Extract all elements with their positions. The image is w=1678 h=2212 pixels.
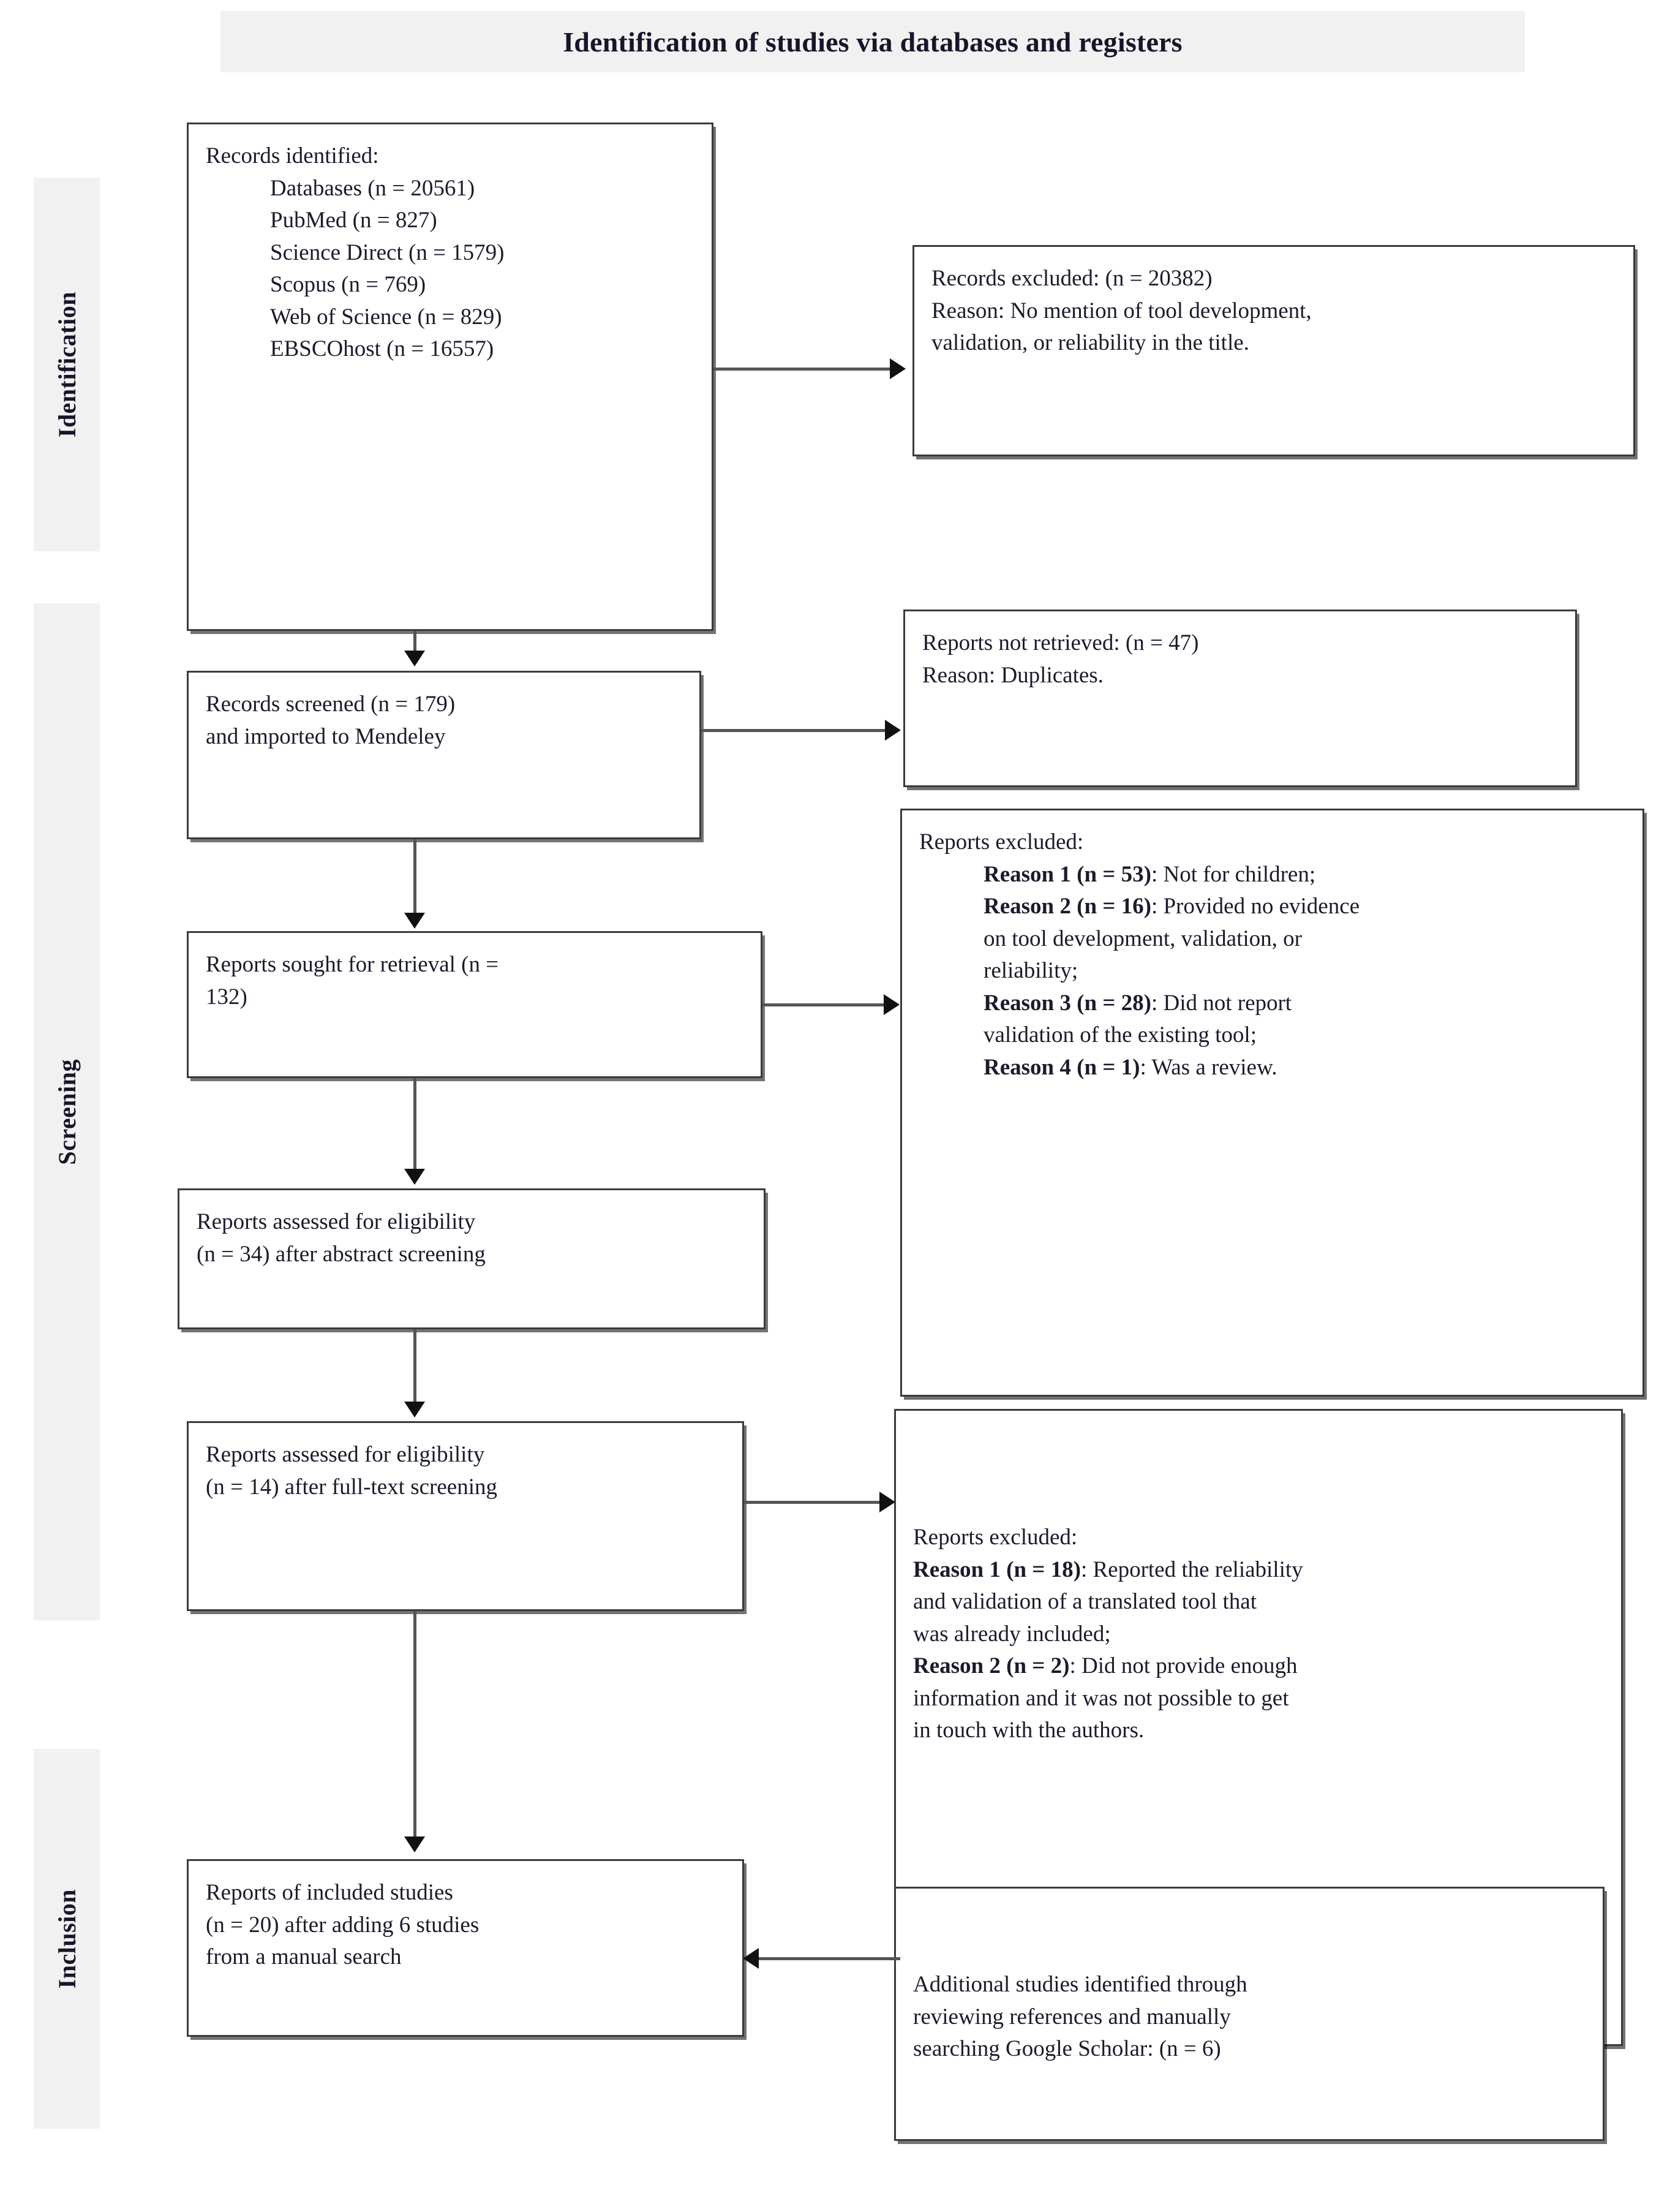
reports-excluded-2-reason2-cont1: information and it was not possible to g… (913, 1685, 1289, 1711)
reports-excluded-1-reason1-text: : Not for children; (1151, 861, 1316, 887)
box-records-excluded: Records excluded: (n = 20382) Reason: No… (912, 245, 1635, 456)
stage-label-identification-text: Identification (53, 291, 81, 438)
records-source-web-of-science: Web of Science (n = 829) (270, 304, 502, 330)
reports-excluded-1-reason2-cont1: on tool development, validation, or (984, 926, 1302, 951)
additional-line2: reviewing references and manually (913, 2004, 1231, 2029)
reports-excluded-1-reason3-text: : Did not report (1151, 990, 1292, 1016)
connector-abstract-to-fulltext (413, 1329, 416, 1404)
connector-identified-to-screened (413, 631, 416, 659)
records-source-science-direct: Science Direct (n = 1579) (270, 240, 505, 265)
reports-excluded-1-heading: Reports excluded: (919, 829, 1084, 855)
reports-excluded-2-reason2-text: : Did not provide enough (1069, 1653, 1298, 1679)
reports-sought-line1: Reports sought for retrieval (n = (206, 952, 499, 977)
reports-excluded-1-reason4-label: Reason 4 (n = 1) (984, 1054, 1140, 1080)
reports-excluded-1-reason2-label: Reason 2 (n = 16) (984, 894, 1151, 919)
reports-excluded-2-reason1-cont2: was already included; (913, 1621, 1111, 1647)
box-assessed-eligibility-abstract: Reports assessed for eligibility (n = 34… (178, 1188, 766, 1329)
records-excluded-reason-line2: validation, or reliability in the title. (931, 330, 1249, 356)
reports-excluded-1-reason1-label: Reason 1 (n = 53) (984, 861, 1151, 887)
reports-sought-line2: 132) (206, 984, 247, 1010)
connector-sought-to-excluded1 (762, 1003, 891, 1006)
reports-excluded-2-reason2-label: Reason 2 (n = 2) (913, 1653, 1070, 1679)
assessed-fulltext-line1: Reports assessed for eligibility (206, 1442, 485, 1467)
box-reports-not-retrieved: Reports not retrieved: (n = 47) Reason: … (903, 610, 1577, 787)
connector-screened-to-sought (413, 839, 416, 918)
reports-not-retrieved-count: Reports not retrieved: (n = 47) (922, 630, 1199, 655)
reports-excluded-1-reason3-cont: validation of the existing tool; (984, 1022, 1257, 1048)
connector-identified-to-excluded (713, 368, 897, 371)
arrow-additional-to-included (743, 1948, 759, 1969)
box-reports-sought-for-retrieval: Reports sought for retrieval (n = 132) (187, 931, 762, 1078)
arrow-fulltext-to-excluded2 (879, 1492, 895, 1512)
arrow-identified-to-screened (404, 651, 425, 666)
records-identified-heading: Records identified: (206, 143, 379, 168)
connector-fulltext-to-included (413, 1611, 416, 1839)
records-excluded-reason-line1: Reason: No mention of tool development, (931, 298, 1312, 323)
included-line3: from a manual search (206, 1944, 402, 1970)
reports-excluded-2-reason1-cont1: and validation of a translated tool that (913, 1589, 1257, 1615)
arrow-screened-to-not-retrieved (885, 720, 901, 741)
reports-excluded-1-reason3-label: Reason 3 (n = 28) (984, 990, 1151, 1016)
reports-excluded-1-reason4-text: : Was a review. (1140, 1054, 1277, 1080)
assessed-abstract-line1: Reports assessed for eligibility (197, 1209, 476, 1234)
stage-label-screening: Screening (34, 603, 100, 1620)
additional-line3: searching Google Scholar: (n = 6) (913, 2036, 1221, 2062)
box-assessed-eligibility-fulltext: Reports assessed for eligibility (n = 14… (187, 1421, 744, 1611)
connector-fulltext-to-excluded2 (744, 1501, 885, 1504)
records-screened-count: Records screened (n = 179) (206, 692, 456, 717)
reports-not-retrieved-reason: Reason: Duplicates. (922, 662, 1104, 688)
stage-label-identification: Identification (34, 178, 100, 551)
included-line1: Reports of included studies (206, 1880, 453, 1905)
arrow-fulltext-to-included (404, 1836, 425, 1852)
connector-sought-to-assessed-abstract (413, 1078, 416, 1173)
arrow-identified-to-excluded (890, 358, 906, 379)
diagram-title-banner: Identification of studies via databases … (220, 11, 1525, 72)
reports-excluded-2-reason1-text: : Reported the reliability (1080, 1557, 1303, 1582)
arrow-sought-to-excluded1 (884, 994, 900, 1015)
records-source-pubmed: PubMed (n = 827) (270, 208, 437, 233)
arrow-screened-to-sought (404, 913, 425, 929)
page-title: Identification of studies via databases … (563, 26, 1183, 58)
stage-label-inclusion-text: Inclusion (53, 1889, 81, 1989)
records-screened-note: and imported to Mendeley (206, 723, 446, 749)
records-source-databases: Databases (n = 20561) (270, 175, 475, 201)
stage-label-inclusion: Inclusion (34, 1749, 100, 2129)
reports-excluded-2-reason1-label: Reason 1 (n = 18) (913, 1557, 1081, 1582)
box-reports-included-studies: Reports of included studies (n = 20) aft… (187, 1859, 744, 2037)
assessed-abstract-line2: (n = 34) after abstract screening (197, 1241, 486, 1267)
box-records-identified: Records identified: Databases (n = 20561… (187, 123, 713, 631)
arrow-abstract-to-fulltext (404, 1402, 425, 1417)
box-additional-studies: Additional studies identified through re… (894, 1887, 1605, 2141)
box-reports-excluded-screening: Reports excluded: Reason 1 (n = 53): Not… (900, 809, 1644, 1397)
stage-label-screening-text: Screening (53, 1059, 81, 1165)
included-line2: (n = 20) after adding 6 studies (206, 1912, 480, 1938)
arrow-sought-to-assessed-abstract (404, 1169, 425, 1185)
box-records-screened: Records screened (n = 179) and imported … (187, 671, 701, 839)
records-excluded-count: Records excluded: (n = 20382) (931, 266, 1213, 291)
reports-excluded-1-reason2-text: : Provided no evidence (1151, 894, 1360, 919)
reports-excluded-1-reason2-cont2: reliability; (984, 958, 1078, 984)
reports-excluded-2-reason2-cont2: in touch with the authors. (913, 1718, 1145, 1743)
connector-additional-to-included (756, 1957, 900, 1960)
additional-line1: Additional studies identified through (913, 1972, 1247, 1997)
records-source-scopus: Scopus (n = 769) (270, 272, 426, 298)
connector-screened-to-not-retrieved (701, 729, 891, 732)
reports-excluded-2-heading: Reports excluded: (913, 1525, 1078, 1550)
records-source-ebscohost: EBSCOhost (n = 16557) (270, 336, 494, 362)
assessed-fulltext-line2: (n = 14) after full-text screening (206, 1474, 497, 1500)
